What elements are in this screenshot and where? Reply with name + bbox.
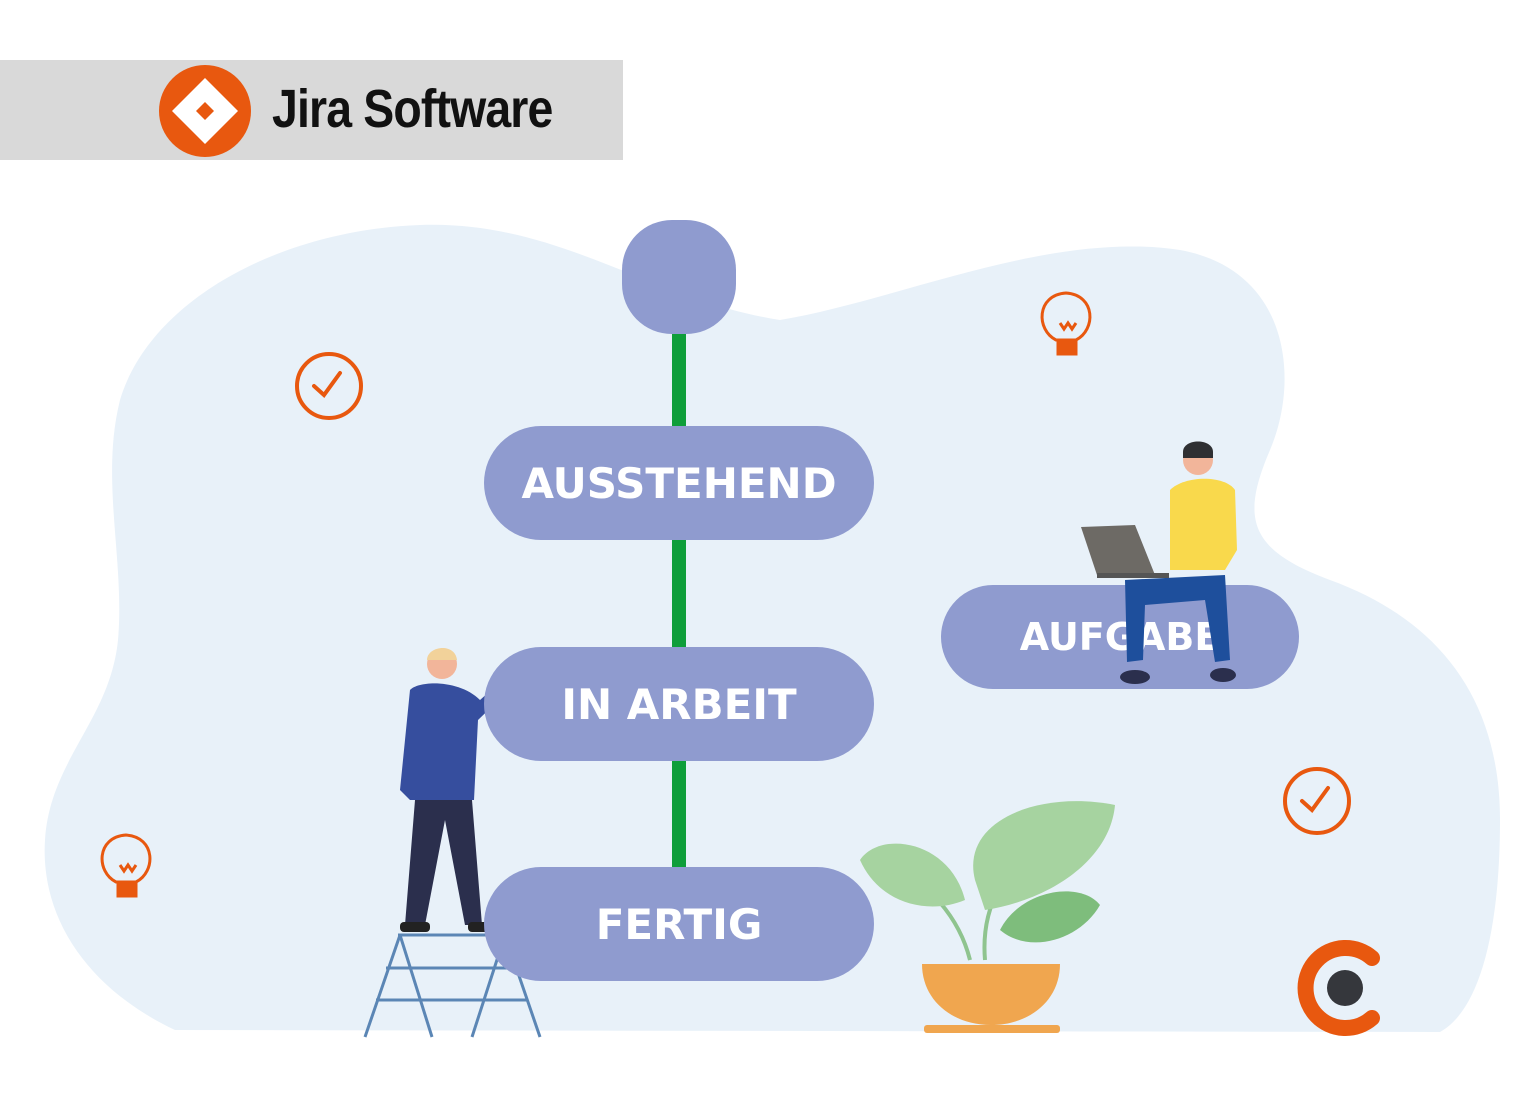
jira-logo-icon (159, 65, 251, 157)
lightbulb-icon (1040, 291, 1092, 356)
status-pill-in-arbeit: IN ARBEIT (484, 647, 874, 761)
check-circle-icon (295, 352, 363, 420)
brand-name: Jira Software (272, 79, 553, 139)
potted-plant (860, 801, 1115, 1033)
ladder (363, 933, 542, 1038)
header-banner (0, 60, 623, 160)
lightbulb-icon (100, 833, 152, 898)
status-pill-ausstehend: AUSSTEHEND (484, 426, 874, 540)
check-circle-icon (1283, 767, 1351, 835)
background-blob (44, 224, 1500, 1032)
person-with-laptop (1081, 441, 1237, 684)
workflow-connector (672, 320, 686, 880)
workflow-start-node (622, 220, 736, 334)
status-pill-aufgabe: AUFGABE (941, 585, 1299, 689)
status-pill-fertig: FERTIG (484, 867, 874, 981)
company-c-logo (1297, 940, 1380, 1036)
